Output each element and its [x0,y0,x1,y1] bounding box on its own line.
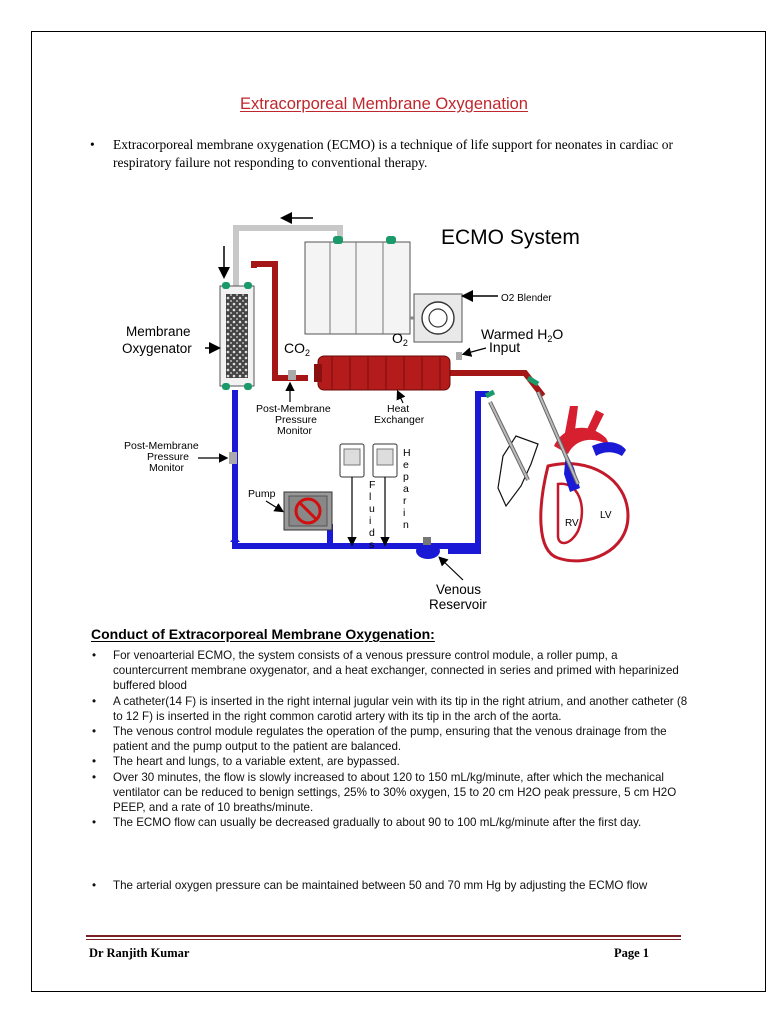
heat-exchanger [314,355,451,391]
intro-paragraph: • Extracorporeal membrane oxygenation (E… [90,136,690,172]
venous-label: Venous [436,582,481,597]
list-item-text: For venoarterial ECMO, the system consis… [113,649,679,693]
footer-author: Dr Ranjith Kumar [89,946,190,960]
ecmo-system-diagram: O2 Blender Membrane Oxygenator CO2 O2 Wa… [122,212,630,612]
page-title: Extracorporeal Membrane Oxygenation [240,95,528,113]
footer-rule-top [86,935,681,937]
venous-reservoir [416,537,440,559]
o2-blender [410,293,463,343]
input-label: Input [489,339,520,355]
list-item-text: The venous control module regulates the … [113,725,667,754]
bullet: • [92,649,97,662]
last-bullet-text: The arterial oxygen pressure can be main… [113,879,648,892]
pmpm-left-label-1: Post-Membrane [124,440,199,452]
arterial-line-to-heat [272,374,308,381]
bullet: • [92,725,97,739]
conduct-list: • For venoarterial ECMO, the system consi… [90,648,690,830]
diagram-heading: ECMO System [441,226,580,249]
bullet: • [92,755,97,769]
section-heading: Conduct of Extracorporeal Membrane Oxyge… [91,626,435,642]
membrane-oxygenator [219,282,255,390]
bullet: • [92,694,97,708]
list-item: • Over 30 minutes, the flow is slowly inc… [90,770,690,816]
list-item-text: The ECMO flow can usually be decreased g… [113,816,642,830]
list-item: • For venoarterial ECMO, the system consi… [90,648,690,694]
pmpm-left-label-2: Pressure [147,451,189,463]
list-item-text: A catheter(14 F) is inserted in the righ… [113,694,688,723]
lv-label: LV [600,510,612,521]
last-bullet: • The arterial oxygen pressure can be ma… [90,878,690,893]
pump-label: Pump [248,488,276,500]
o2-blender-label: O2 Blender [501,293,552,304]
pmpm-top-label-2: Pressure [275,414,317,426]
venous-line-from-patient [448,391,489,554]
venous-line-oxygenator [232,390,334,549]
bullet: • [90,137,95,152]
list-item-text: Over 30 minutes, the flow is slowly incr… [113,770,677,815]
heat-label: Heat [387,403,409,415]
list-item: • The venous control module regulates the… [90,724,690,754]
membrane-label: Membrane [126,324,191,339]
footer-rule-bottom [86,939,681,940]
page-border [31,31,766,992]
gas-tube [233,225,343,298]
intro-text: Extracorporeal membrane oxygenation (ECM… [113,137,674,170]
warmed-h2o-label: Warmed H2O [481,326,563,344]
fluids-bag [339,443,365,547]
flowmeter-panel [304,236,411,335]
pmpm-top-label-3: Monitor [277,425,313,437]
list-item-text: The heart and lungs, to a variable exten… [113,755,400,769]
pmpm-top-label-1: Post-Membrane [256,403,331,415]
heparin-bag [372,443,398,547]
exchanger-label: Exchanger [374,414,425,426]
roller-pump [283,491,333,531]
arterial-line-to-patient [450,370,546,398]
bullet: • [92,770,97,784]
rv-label: RV [565,518,579,529]
co2-label: CO2 [284,340,310,358]
heart-illustration [484,375,630,563]
pmpm-left-label-3: Monitor [149,462,185,474]
list-item: • A catheter(14 F) is inserted in the rig… [90,694,690,724]
arterial-line-up [251,261,278,374]
footer-page-number: Page 1 [614,946,650,960]
oxygenator-label: Oxygenator [122,341,192,356]
bullet: • [92,816,97,830]
bullet: • [92,879,97,892]
list-item: • The heart and lungs, to a variable exte… [90,754,690,769]
reservoir-label: Reservoir [429,597,487,612]
o2-label: O2 [392,330,408,348]
list-item: • The ECMO flow can usually be decreased … [90,815,690,830]
